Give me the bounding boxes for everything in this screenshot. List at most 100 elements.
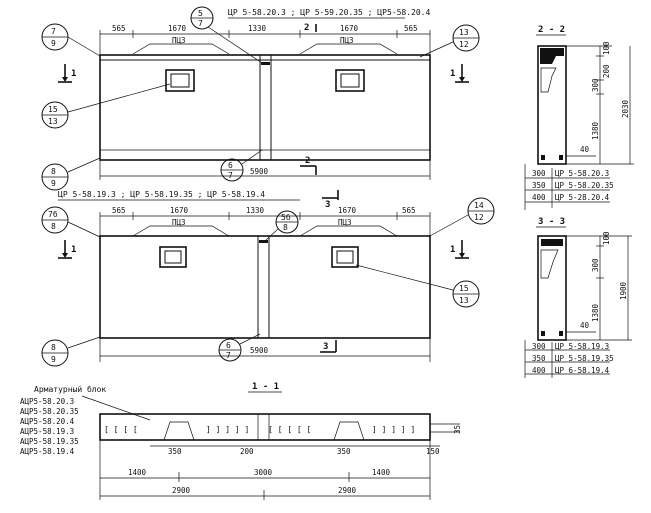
sec22-dim-40: 40 <box>580 145 590 154</box>
sec22-mark-3: ЦР 5-28.20.4 <box>555 193 610 202</box>
sec33-w-400: 400 <box>532 366 546 375</box>
section-3-3-body <box>537 235 567 341</box>
section-3-3-bar-left <box>541 331 545 336</box>
svg-text:7: 7 <box>228 171 233 180</box>
section-2-2-top-cap <box>540 48 564 64</box>
bottom-panel-title: ЦР 5-58.19.3 ; ЦР 5-58.19.35 ; ЦР 5-58.1… <box>58 190 265 199</box>
block-item-3: АЦР5-58.20.4 <box>20 417 75 426</box>
sec33-w-350: 350 <box>532 354 546 363</box>
sec33-mark-1: ЦР 5-58.19.3 <box>555 342 609 351</box>
sec22-w-350: 350 <box>532 181 546 190</box>
sec33-w-300: 300 <box>532 342 546 351</box>
top-dim-1670a: 1670 <box>168 24 187 33</box>
bottom-callout-14-12: 14 12 <box>429 197 495 237</box>
bottom-total-value: 5900 <box>250 346 269 355</box>
dim-2900-right: 2900 <box>338 486 357 495</box>
svg-text:7: 7 <box>51 27 56 36</box>
block-item-5: АЦР5-58.19.35 <box>20 437 79 446</box>
top-total-value: 5900 <box>250 167 269 176</box>
svg-text:14: 14 <box>474 201 484 210</box>
bottom-callout-8-9: 8 9 <box>41 336 101 367</box>
dim-1400-left: 1400 <box>128 468 147 477</box>
bottom-section1-right-num: 1 <box>450 245 455 255</box>
sec22-dim-200: 200 <box>602 64 611 78</box>
svg-text:6: 6 <box>228 161 233 170</box>
bottom-section1-right-head <box>459 253 465 258</box>
section-1-1-slab <box>99 413 431 441</box>
sec33-dim-300: 300 <box>591 258 600 272</box>
top-section-mark-2-top: 2 <box>304 23 309 33</box>
block-heading: Арматурный блок <box>34 384 106 394</box>
bottom-window-left <box>159 246 187 268</box>
top-dim-1670b: 1670 <box>340 24 359 33</box>
bottom-dim-1670a: 1670 <box>170 206 189 215</box>
dim-1400-right: 1400 <box>372 468 391 477</box>
top-callout-6-7: 6 7 <box>220 149 263 182</box>
rebar-row: [ [ [ [ ] ] ] ] ] [ [ [ [ [ ] ] ] ] ] <box>104 425 415 434</box>
top-window-left-inner <box>170 73 190 88</box>
top-dim-1330: 1330 <box>248 24 267 33</box>
top-section1-left-head <box>62 77 68 82</box>
sec33-dim-100: 100 <box>602 231 611 245</box>
dim-150: 150 <box>426 447 440 456</box>
dim-350-left: 350 <box>168 447 182 456</box>
dim-3000: 3000 <box>254 468 273 477</box>
svg-text:8: 8 <box>51 222 56 231</box>
top-callout-7-9: 7 9 <box>41 23 101 57</box>
svg-text:13: 13 <box>459 28 469 37</box>
top-callout-5-7: 5 7 <box>190 6 263 64</box>
top-panel-outline <box>99 54 431 161</box>
sec22-mark-2: ЦР 5-58.20.35 <box>555 181 614 190</box>
sec22-dim-2030: 2030 <box>621 99 630 118</box>
svg-text:9: 9 <box>51 355 56 364</box>
bottom-dim-1670b: 1670 <box>338 206 357 215</box>
bottom-pc3-right: ПЦ3 <box>338 218 352 227</box>
section-3-3-top-cap <box>541 239 563 246</box>
svg-text:6: 6 <box>226 341 231 350</box>
svg-text:5б: 5б <box>281 212 291 222</box>
top-callout-13-12: 13 12 <box>419 24 480 58</box>
top-pc3-bracket-right <box>299 43 398 55</box>
top-callout-8-9: 8 9 <box>41 157 101 191</box>
slab-insert-left <box>163 421 195 441</box>
bottom-dim-565a: 565 <box>112 206 126 215</box>
top-panel-title: ЦР 5-58.20.3 ; ЦР 5-59.20.35 ; ЦР5-58.20… <box>228 8 430 17</box>
sec33-dim-1900: 1900 <box>619 281 628 300</box>
svg-text:[ [ [ [: [ [ [ [ <box>104 425 138 434</box>
block-item-6: АЦР5-58.19.4 <box>20 447 75 456</box>
svg-text:13: 13 <box>48 117 58 126</box>
sec33-mark-2: ЦР 5-58.19.35 <box>555 354 614 363</box>
section-3-3-bar-right <box>559 331 563 336</box>
block-item-2: АЦР5-58.20.35 <box>20 407 79 416</box>
section-2-2-bar-right <box>559 155 563 160</box>
svg-text:12: 12 <box>459 40 469 49</box>
section-2-2: 2 - 2 100 300 200 1380 2030 40 300 ЦР 5-… <box>524 25 634 210</box>
sec22-mark-1: ЦР 5-58.20.3 <box>555 169 609 178</box>
bottom-window-right <box>331 246 359 268</box>
dim-200: 200 <box>240 447 254 456</box>
svg-text:12: 12 <box>474 213 484 222</box>
top-section1-left-num: 1 <box>71 69 76 79</box>
sec33-mark-3: ЦР 6-58.19.4 <box>555 366 610 375</box>
bottom-section1-left-num: 1 <box>71 245 76 255</box>
svg-text:15: 15 <box>48 105 58 114</box>
section-1-1: 1 - 1 Арматурный блок АЦР5-58.20.3 АЦР5-… <box>20 382 462 500</box>
bottom-section1-left-head <box>62 253 68 258</box>
bottom-callout-15-13: 15 13 <box>355 264 480 308</box>
sec33-dim-40: 40 <box>580 321 590 330</box>
top-section-mark-2: 2 <box>305 156 310 166</box>
top-panel: ЦР 5-58.20.3 ; ЦР 5-59.20.35 ; ЦР5-58.20… <box>41 6 480 210</box>
top-window-right <box>335 69 365 92</box>
bottom-callout-6-7: 6 7 <box>218 333 261 362</box>
block-item-4: АЦР5-58.19.3 <box>20 427 74 436</box>
svg-text:] ] ] ] ]: ] ] ] ] ] <box>206 425 249 434</box>
svg-text:8: 8 <box>51 343 56 352</box>
section-3-3-title: 3 - 3 <box>538 217 565 227</box>
svg-text:7: 7 <box>198 19 203 28</box>
bottom-panel: ЦР 5-58.19.3 ; ЦР 5-58.19.35 ; ЦР 5-58.1… <box>41 190 495 367</box>
svg-text:[ [ [ [ [: [ [ [ [ [ <box>268 425 311 434</box>
bottom-callout-5b-8: 5б 8 <box>265 210 299 241</box>
svg-text:] ] ] ] ]: ] ] ] ] ] <box>372 425 415 434</box>
svg-text:15: 15 <box>459 284 469 293</box>
